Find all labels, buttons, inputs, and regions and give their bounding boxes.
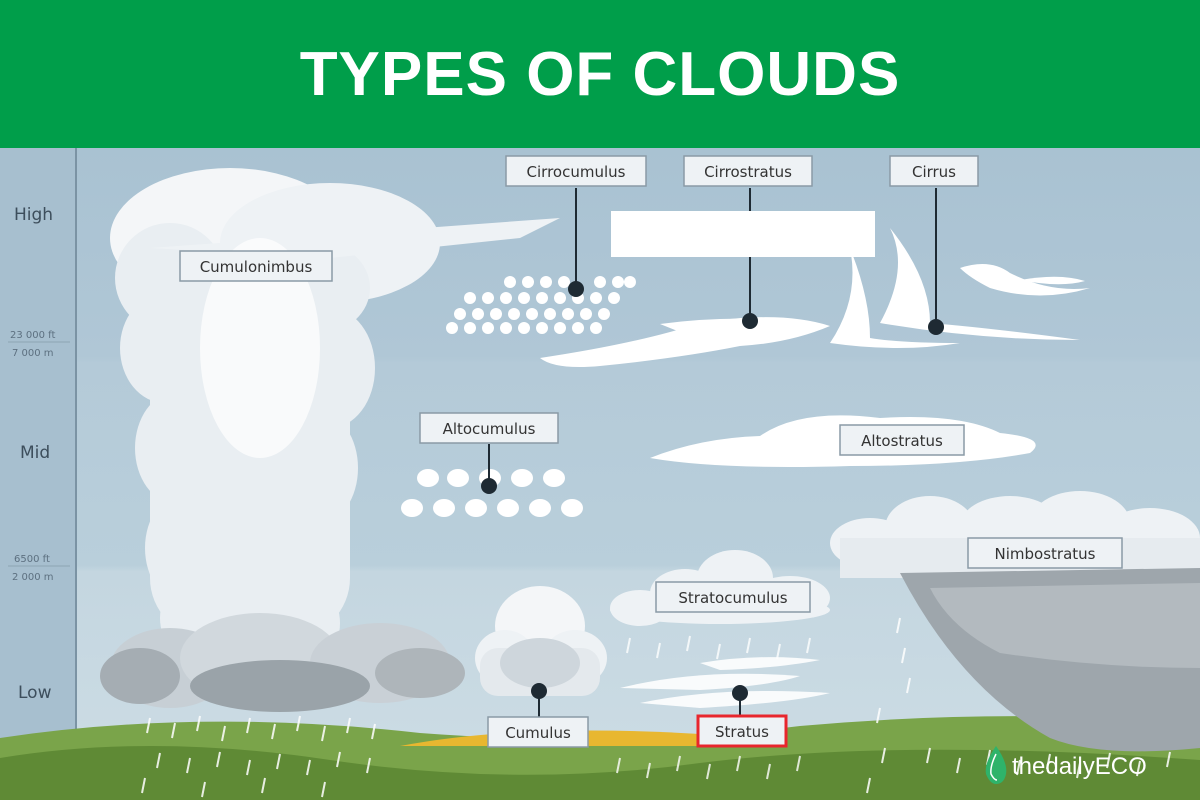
cumulus-cloud [475,586,607,696]
altocumulus-cloud [401,469,583,517]
mark-lower-m: 2 000 m [12,572,54,583]
cumulonimbus-cloud [100,168,560,712]
svg-text:Stratocumulus: Stratocumulus [678,589,787,607]
label-cumulonimbus: Cumulonimbus [179,250,333,282]
rain-nimbostratus [866,617,1171,794]
label-cirrus: Cirrus [889,155,979,187]
label-cirrocumulus: Cirrocumulus [505,155,647,187]
label-nimbostratus: Nimbostratus [967,537,1123,569]
cloud-diagram: High 23 000 ft 7 000 m Mid 6500 ft 2 000… [0,148,1200,800]
label-cirrostratus: Cirrostratus [683,155,813,187]
stratus-cloud [620,657,830,708]
blank-label-box [611,211,875,257]
rain-cumulonimbus [141,715,376,798]
mark-upper-ft: 23 000 ft [10,330,56,341]
label-cumulus: Cumulus [487,716,589,748]
level-low: Low [18,683,52,703]
cirrocumulus-cloud [446,276,636,334]
rain-stratocumulus [616,635,811,780]
svg-text:Cirrostratus: Cirrostratus [704,163,792,181]
svg-text:Altocumulus: Altocumulus [443,420,536,438]
altitude-axis: High 23 000 ft 7 000 m Mid 6500 ft 2 000… [0,148,77,800]
level-high: High [14,205,53,225]
svg-text:Cirrus: Cirrus [912,163,956,181]
label-stratus: Stratus [696,714,788,748]
leaf-drop-icon [985,746,1007,784]
mark-upper-m: 7 000 m [12,348,54,359]
label-altostratus: Altostratus [839,424,965,456]
svg-text:Nimbostratus: Nimbostratus [995,545,1096,563]
svg-text:Cumulonimbus: Cumulonimbus [200,258,313,276]
brand-logo: thedailyECO [985,746,1147,784]
svg-text:Cirrocumulus: Cirrocumulus [527,163,626,181]
svg-text:thedailyECO: thedailyECO [1012,753,1147,780]
svg-text:Stratus: Stratus [715,723,769,741]
svg-text:Cumulus: Cumulus [505,724,571,742]
label-altocumulus: Altocumulus [419,412,559,444]
svg-text:Altostratus: Altostratus [861,432,943,450]
pointer-dots [481,281,944,701]
mark-lower-ft: 6500 ft [14,554,50,565]
level-mid: Mid [20,443,50,463]
title-banner: TYPES OF CLOUDS [0,0,1200,148]
cirrus-cloud [830,228,1090,348]
label-stratocumulus: Stratocumulus [655,581,811,613]
page-title: TYPES OF CLOUDS [299,39,901,109]
